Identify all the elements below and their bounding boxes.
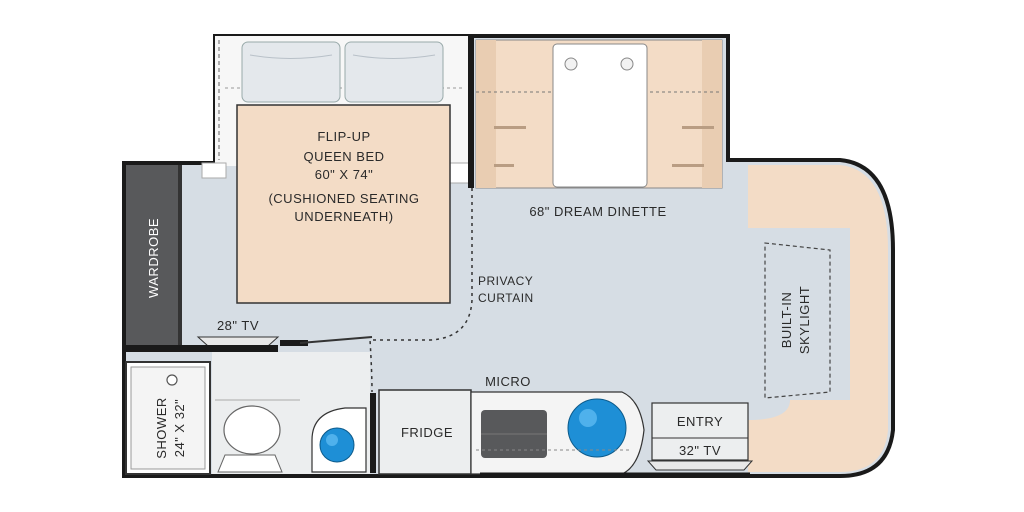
built-in-skylight: BUILT-IN SKYLIGHT: [764, 242, 831, 399]
privacy-label-2: CURTAIN: [478, 291, 534, 305]
bed-label-2: QUEEN BED: [303, 149, 384, 164]
queen-bed: FLIP-UP QUEEN BED 60" X 74" (CUSHIONED S…: [236, 41, 451, 304]
tv-bedroom-label: 28" TV: [217, 318, 259, 333]
dinette-label: 68" DREAM DINETTE: [529, 204, 666, 219]
wardrobe: WARDROBE: [126, 165, 182, 345]
tv-entry-label: 32" TV: [679, 443, 721, 458]
shower: SHOWER 24" X 32": [125, 361, 211, 475]
entry: ENTRY 32" TV: [646, 402, 754, 471]
dream-dinette: 68" DREAM DINETTE: [475, 39, 723, 219]
galley-counter: MICRO: [470, 374, 645, 475]
bath-sink: [311, 407, 367, 473]
cab-seating: [740, 165, 888, 472]
bed-label-4: (CUSHIONED SEATING: [268, 191, 419, 206]
fridge: FRIDGE: [378, 389, 472, 475]
bed-label-3: 60" X 74": [315, 167, 374, 182]
bath-wall: [126, 336, 376, 473]
shower-label-2: 24" X 32": [172, 399, 187, 458]
divider-wall: [468, 36, 474, 188]
shower-label-1: SHOWER: [154, 397, 169, 459]
bed-label-1: FLIP-UP: [317, 129, 370, 144]
bed-label-5: UNDERNEATH): [294, 209, 393, 224]
privacy-curtain: PRIVACY CURTAIN: [369, 188, 534, 393]
wardrobe-label: WARDROBE: [146, 218, 161, 298]
entry-label: ENTRY: [677, 414, 723, 429]
fridge-label: FRIDGE: [401, 425, 453, 440]
skylight-label-2: SKYLIGHT: [797, 286, 812, 354]
skylight-label-1: BUILT-IN: [779, 292, 794, 349]
privacy-label-1: PRIVACY: [478, 274, 533, 288]
micro-label: MICRO: [485, 374, 531, 389]
